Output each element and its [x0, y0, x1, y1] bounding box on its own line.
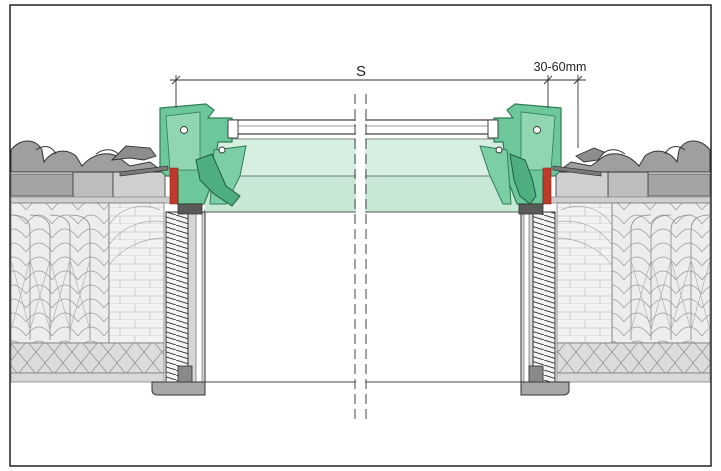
left-rafter: [108, 202, 165, 344]
left-seal: [169, 167, 179, 205]
right-ceiling-board: [556, 372, 711, 383]
right-kerb-block: [555, 171, 609, 199]
right-frame-assembly: [479, 103, 605, 396]
left-batten-layer: [10, 173, 74, 197]
gap-dimension-label: 30-60mm: [534, 60, 587, 74]
left-wool-insulation: [10, 202, 110, 344]
right-batten: [607, 171, 649, 199]
right-rafter: [556, 202, 613, 344]
left-kerb-block: [112, 171, 166, 199]
left-batten: [72, 171, 114, 199]
right-wool-insulation: [611, 202, 711, 344]
right-kerb-insulation: [532, 211, 556, 385]
left-ceiling-board: [10, 372, 165, 383]
left-membrane: [10, 196, 172, 204]
right-batten-layer: [647, 173, 711, 197]
right-membrane: [549, 196, 711, 204]
left-kerb-insulation: [165, 211, 189, 385]
span-dimension-label: S: [356, 63, 366, 80]
right-counter-battens: [556, 342, 711, 374]
left-roof: [10, 140, 172, 383]
central-opening: [204, 94, 522, 420]
right-seal: [542, 167, 552, 205]
right-roof-tiles: [554, 140, 711, 173]
left-roof-tiles: [10, 140, 167, 173]
left-hinge-clip: [195, 153, 241, 207]
left-frame-assembly: [110, 103, 247, 396]
right-flashing: [552, 165, 602, 177]
right-hinge-clip: [509, 153, 537, 205]
dimension-gap: 30-60mm: [534, 60, 587, 148]
left-bottom-trim: [151, 381, 206, 396]
right-roof: [549, 140, 711, 383]
left-counter-battens: [10, 342, 165, 374]
left-flashing: [119, 165, 169, 177]
right-bottom-trim: [520, 381, 570, 396]
